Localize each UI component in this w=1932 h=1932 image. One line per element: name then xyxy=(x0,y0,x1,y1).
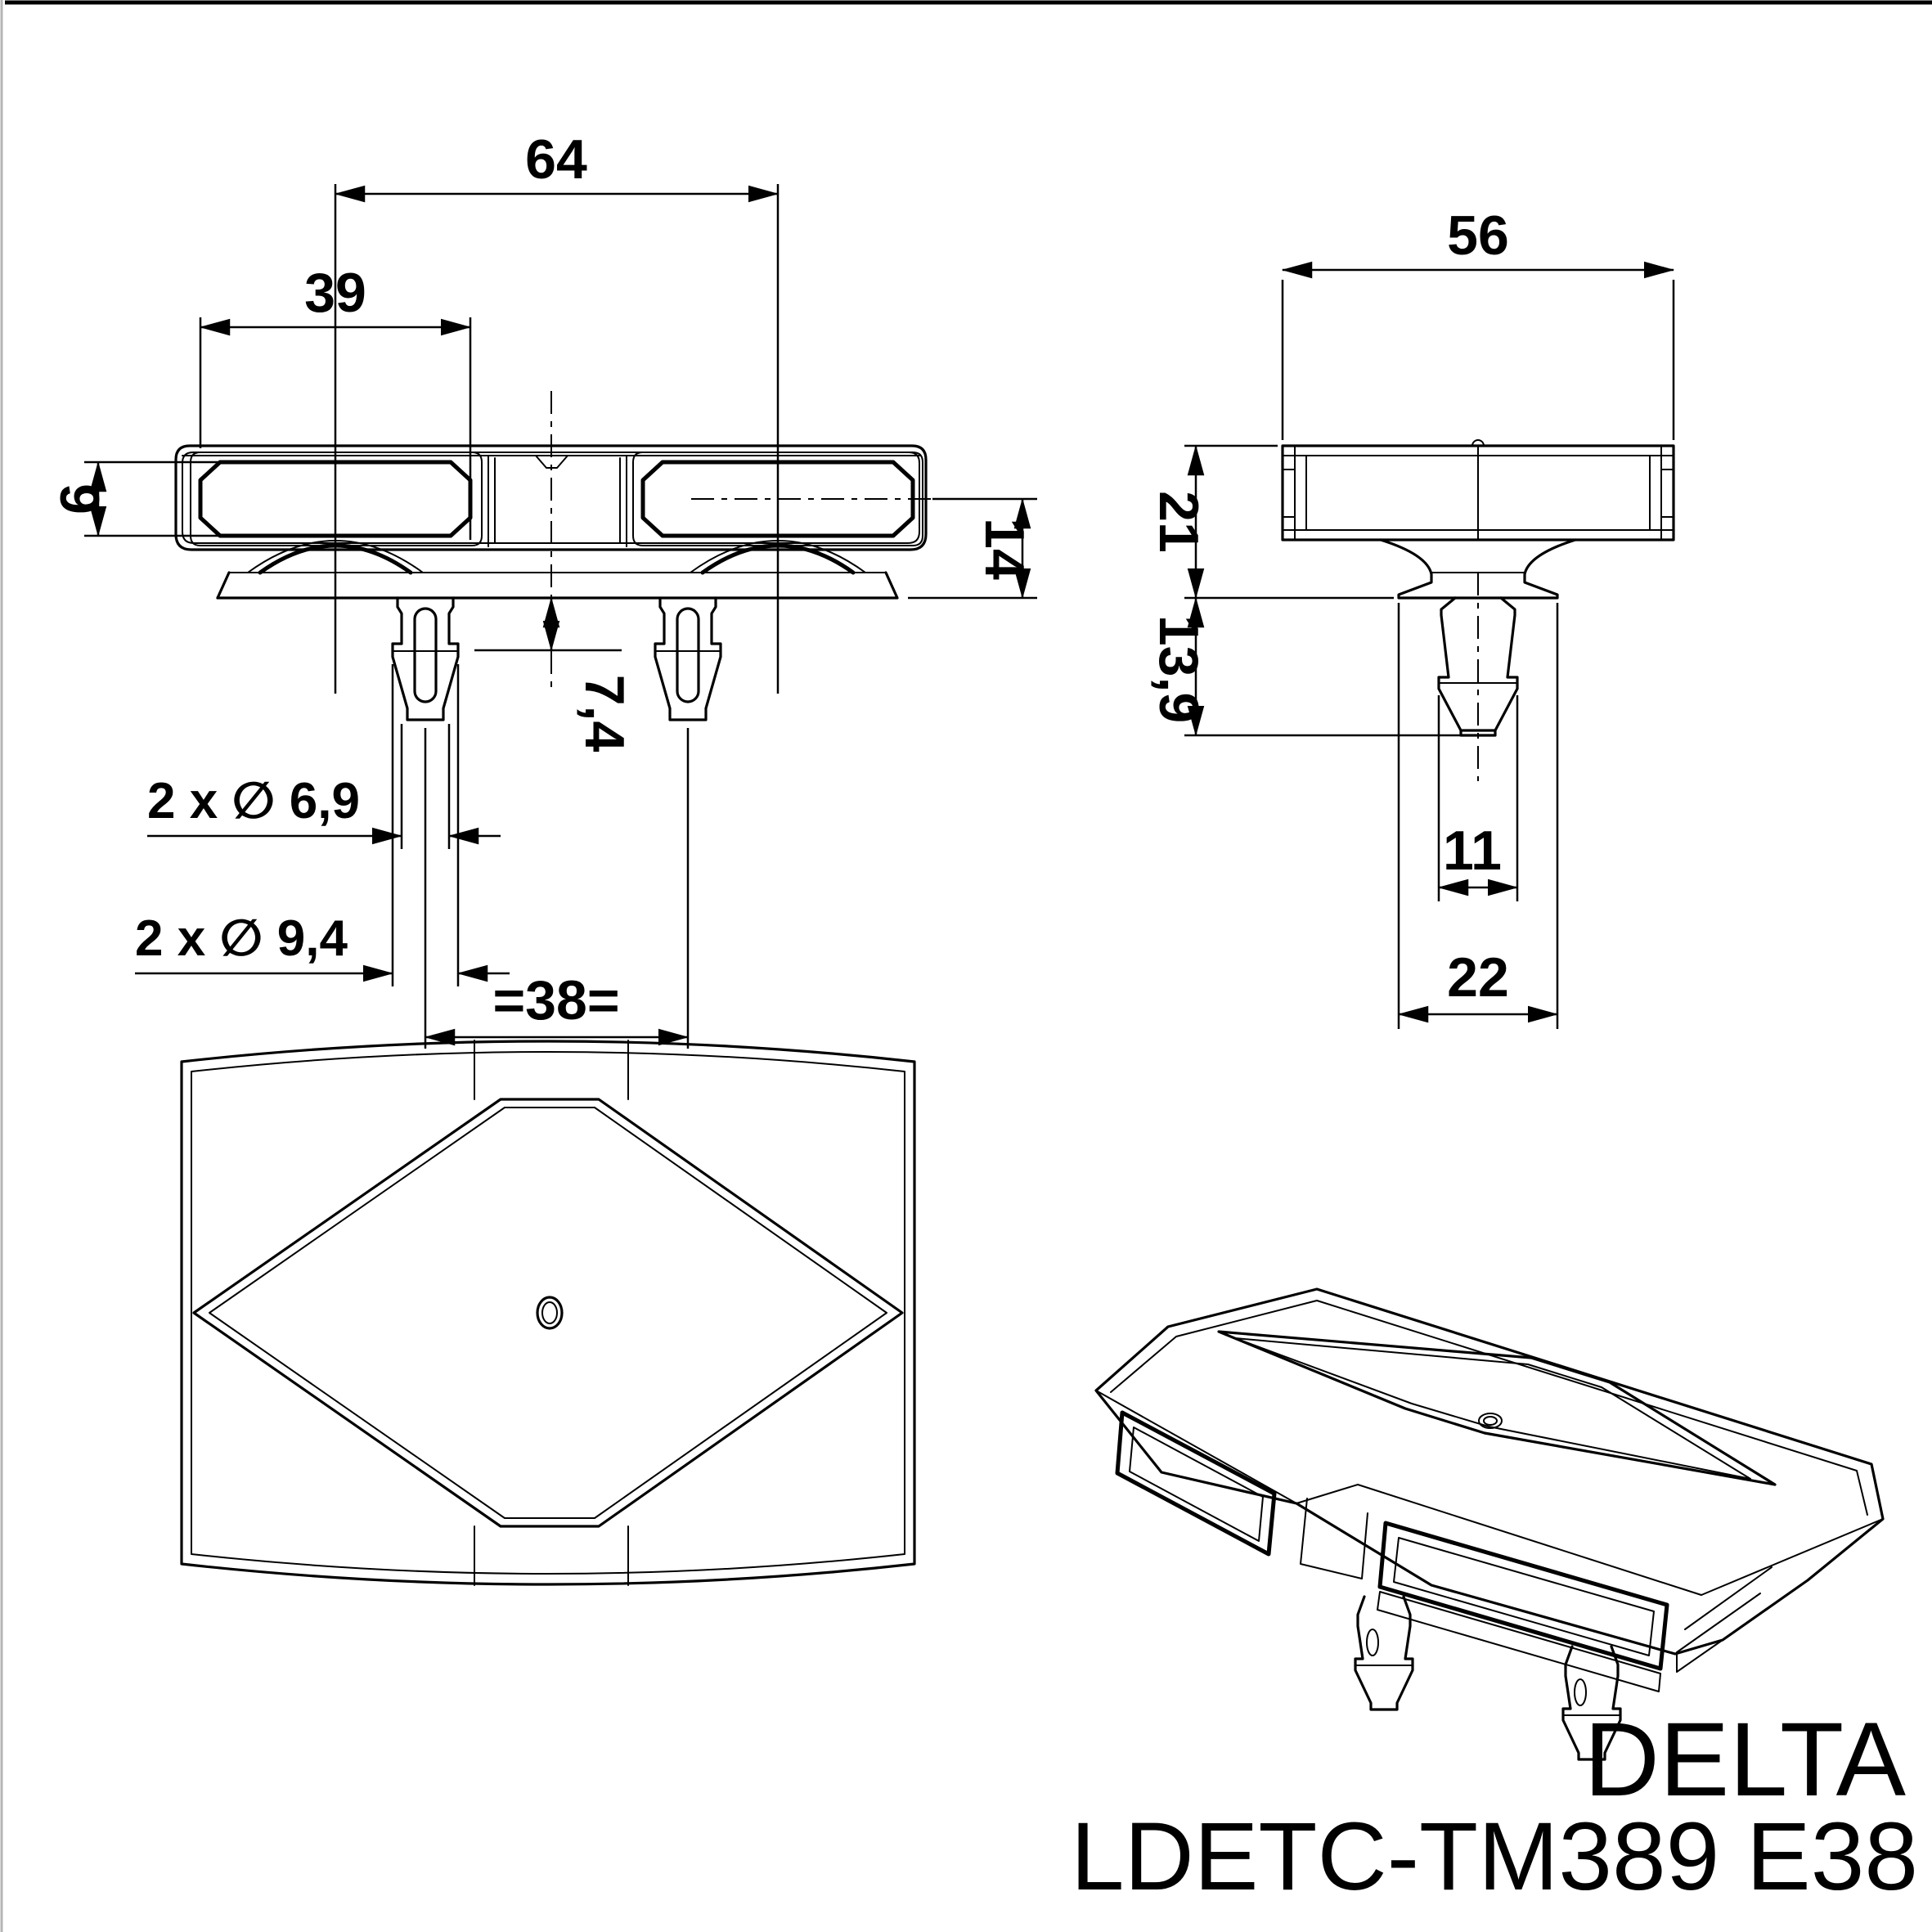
dim-56-label: 56 xyxy=(1447,204,1509,267)
dim-38-label: =38= xyxy=(492,969,619,1031)
iso-right-pin xyxy=(1561,1645,1622,1761)
iso-bridge xyxy=(1300,1498,1368,1579)
dim-22-label: 22 xyxy=(1447,946,1509,1009)
dim-13-9: 13,9 xyxy=(1148,596,1472,737)
dim-21-label: 21 xyxy=(1148,491,1210,553)
dim-56: 56 xyxy=(1281,204,1675,440)
dim-13-9-label: 13,9 xyxy=(1148,615,1210,723)
iso-center-hole-inner xyxy=(1483,1416,1498,1426)
dim-6-9-label: 2 x ∅ 6,9 xyxy=(147,773,360,829)
front-base-plate-left-chamfer xyxy=(216,571,231,600)
side-view: 56 21 13,9 11 22 xyxy=(1148,204,1675,1029)
iso-left-opening xyxy=(1115,1410,1277,1557)
brand-title: DELTA xyxy=(1584,1701,1906,1818)
front-right-pin xyxy=(654,596,722,721)
front-right-lens-frame xyxy=(632,452,923,546)
iso-right-opening-inner xyxy=(1393,1537,1655,1656)
iso-right-top-edge xyxy=(1701,1518,1884,1596)
dim-9-4: 2 x ∅ 9,4 xyxy=(135,664,510,986)
plan-diamond-inner xyxy=(209,1107,887,1519)
dim-9-label: 9 xyxy=(48,483,110,514)
dim-7-4: 7,4 xyxy=(474,596,636,753)
isometric-view xyxy=(1094,1287,1885,1761)
plan-outline-inner xyxy=(191,1051,905,1575)
plan-view xyxy=(180,1040,916,1586)
dim-22: 22 xyxy=(1397,603,1559,1029)
dim-14: 14 xyxy=(691,497,1037,600)
iso-front-edge-left xyxy=(1095,1390,1297,1504)
iso-right-opening xyxy=(1377,1521,1669,1671)
plan-center-hole xyxy=(536,1296,564,1330)
dim-64: 64 xyxy=(334,128,780,694)
title-block: DELTA LDETC-TM389 E38 xyxy=(1071,1701,1918,1911)
front-shell-inner xyxy=(182,452,920,544)
dim-21: 21 xyxy=(1148,444,1394,600)
front-base-plate xyxy=(216,571,899,600)
front-left-lens-frame xyxy=(190,452,483,546)
part-number: LDETC-TM389 E38 xyxy=(1071,1803,1918,1911)
iso-center-hole xyxy=(1478,1413,1503,1429)
iso-top-diamond-inner xyxy=(1234,1337,1751,1480)
dim-39: 39 xyxy=(199,262,472,540)
dim-9: 9 xyxy=(48,461,262,537)
iso-front-edge-right xyxy=(1296,1484,1702,1596)
dim-11-label: 11 xyxy=(1443,820,1502,882)
iso-flange xyxy=(1377,1591,1661,1692)
iso-top-rim-inner xyxy=(1110,1300,1868,1516)
side-foot xyxy=(1379,538,1577,600)
side-top-bump xyxy=(1471,439,1485,447)
dim-11: 11 xyxy=(1437,695,1519,901)
front-shell-outline xyxy=(174,444,928,551)
iso-top-diamond xyxy=(1217,1330,1777,1486)
front-view: 64 39 9 14 7,4 xyxy=(48,128,1037,1049)
side-pin xyxy=(1437,573,1519,781)
iso-left-pin xyxy=(1354,1595,1414,1711)
dim-7-4-label: 7,4 xyxy=(573,675,636,753)
dim-6-9: 2 x ∅ 6,9 xyxy=(147,724,501,849)
dim-39-label: 39 xyxy=(304,262,366,324)
dim-14-label: 14 xyxy=(973,518,1036,580)
front-left-lens xyxy=(198,460,473,538)
front-right-lens xyxy=(640,460,915,538)
dim-9-4-label: 2 x ∅ 9,4 xyxy=(135,910,348,967)
plan-diamond xyxy=(192,1098,904,1528)
dim-64-label: 64 xyxy=(525,128,587,191)
iso-foot-block xyxy=(1676,1566,1772,1673)
plan-outline xyxy=(180,1040,916,1586)
iso-left-opening-inner xyxy=(1129,1427,1264,1542)
front-left-pin xyxy=(391,596,460,721)
dim-38: =38= xyxy=(424,728,690,1049)
plan-center-hole-inner xyxy=(541,1301,558,1324)
